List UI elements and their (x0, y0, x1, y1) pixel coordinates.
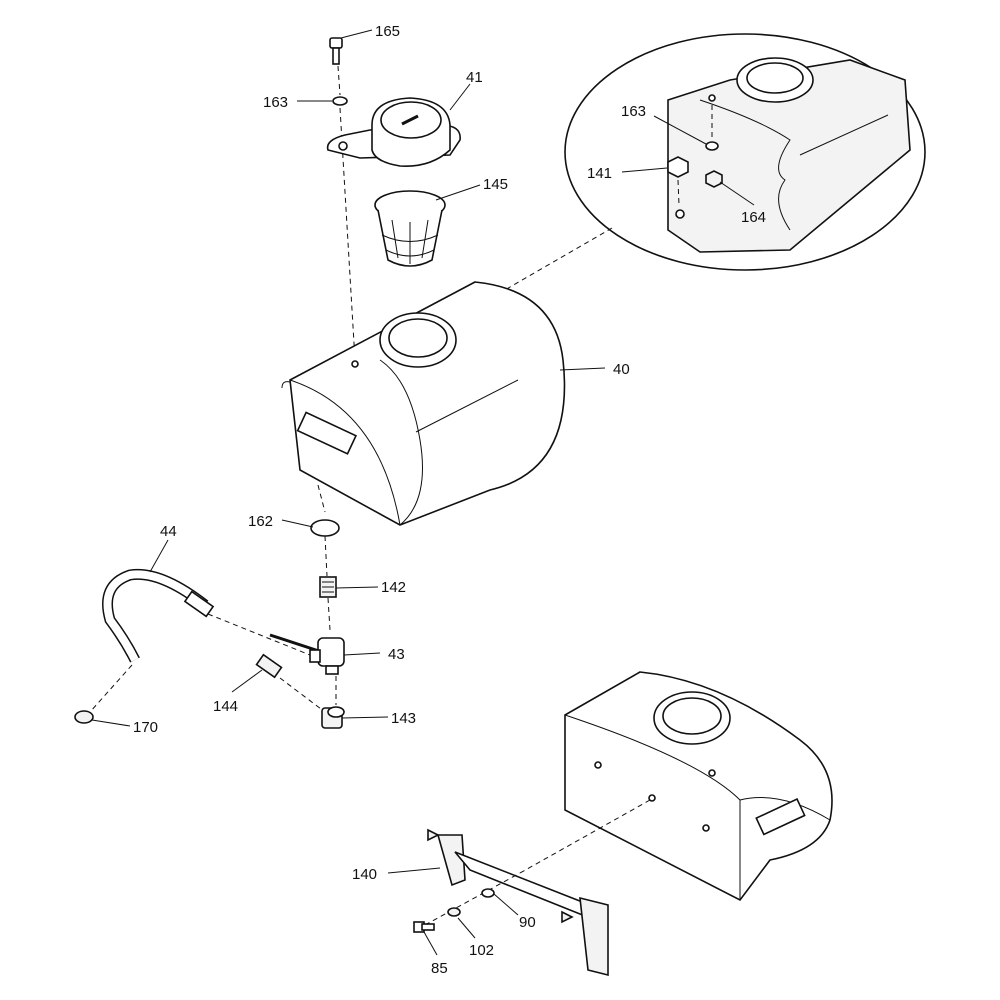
bolt-85 (413, 921, 435, 933)
leader-lines (91, 29, 755, 956)
nut-164 (705, 170, 723, 188)
washer-163 (332, 96, 348, 106)
tank-mounted-view (564, 671, 833, 902)
callout-43: 43 (388, 646, 405, 663)
hose-44 (102, 568, 215, 663)
bolt-165 (329, 37, 343, 65)
callout-142: 142 (381, 579, 406, 596)
callout-44: 44 (160, 523, 177, 540)
callout-145: 145 (483, 176, 508, 193)
callout-90: 90 (519, 914, 536, 931)
cap-41 (326, 97, 461, 167)
washer-90 (481, 888, 495, 898)
bracket-140 (427, 828, 609, 977)
clamp-170 (74, 710, 94, 724)
callout-164: 164 (741, 209, 766, 226)
callout-144: 144 (213, 698, 238, 715)
strainer-145 (374, 190, 446, 267)
elbow-143 (321, 706, 345, 729)
fitting-144 (255, 653, 283, 679)
washer-163-inset (705, 141, 719, 151)
valve-43 (269, 633, 345, 675)
callout-40: 40 (613, 361, 630, 378)
callout-165: 165 (375, 23, 400, 40)
callout-163-inset: 163 (621, 103, 646, 120)
fitting-142 (319, 576, 337, 598)
callout-170: 170 (133, 719, 158, 736)
callout-85: 85 (431, 960, 448, 977)
callout-41: 41 (466, 69, 483, 86)
callout-162: 162 (248, 513, 273, 530)
callout-141: 141 (587, 165, 612, 182)
callout-163: 163 (263, 94, 288, 111)
nut-141 (667, 156, 689, 178)
washer-102 (447, 907, 461, 917)
callout-140: 140 (352, 866, 377, 883)
callout-143: 143 (391, 710, 416, 727)
inset-detail (564, 33, 926, 271)
callout-102: 102 (469, 942, 494, 959)
washer-162 (310, 519, 340, 537)
tank-40 (281, 281, 566, 526)
